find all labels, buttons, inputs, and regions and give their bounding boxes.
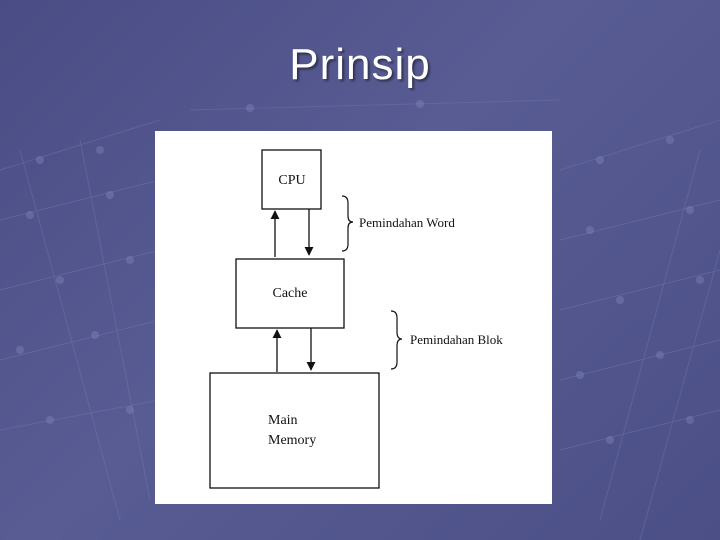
cache-box <box>235 258 345 329</box>
cpu-box <box>261 149 322 210</box>
word-transfer-label: Pemindahan Word <box>359 215 455 230</box>
main-memory-label-line1: Main <box>268 413 298 428</box>
main-memory-box <box>209 372 380 489</box>
block-transfer-label: Pemindahan Blok <box>410 332 503 347</box>
cache-diagram: CPU Pemindahan Word Cache Pemindahan Blo… <box>209 149 503 489</box>
brace-word-transfer <box>341 195 354 252</box>
slide-title: Prinsip <box>289 40 431 89</box>
cache-label: Cache <box>273 286 308 301</box>
cache-diagram-figure: CPU Pemindahan Word Cache Pemindahan Blo… <box>155 131 552 504</box>
brace-block-transfer <box>390 310 403 370</box>
cpu-label: CPU <box>278 173 305 188</box>
main-memory-label-line2: Memory <box>268 433 316 448</box>
